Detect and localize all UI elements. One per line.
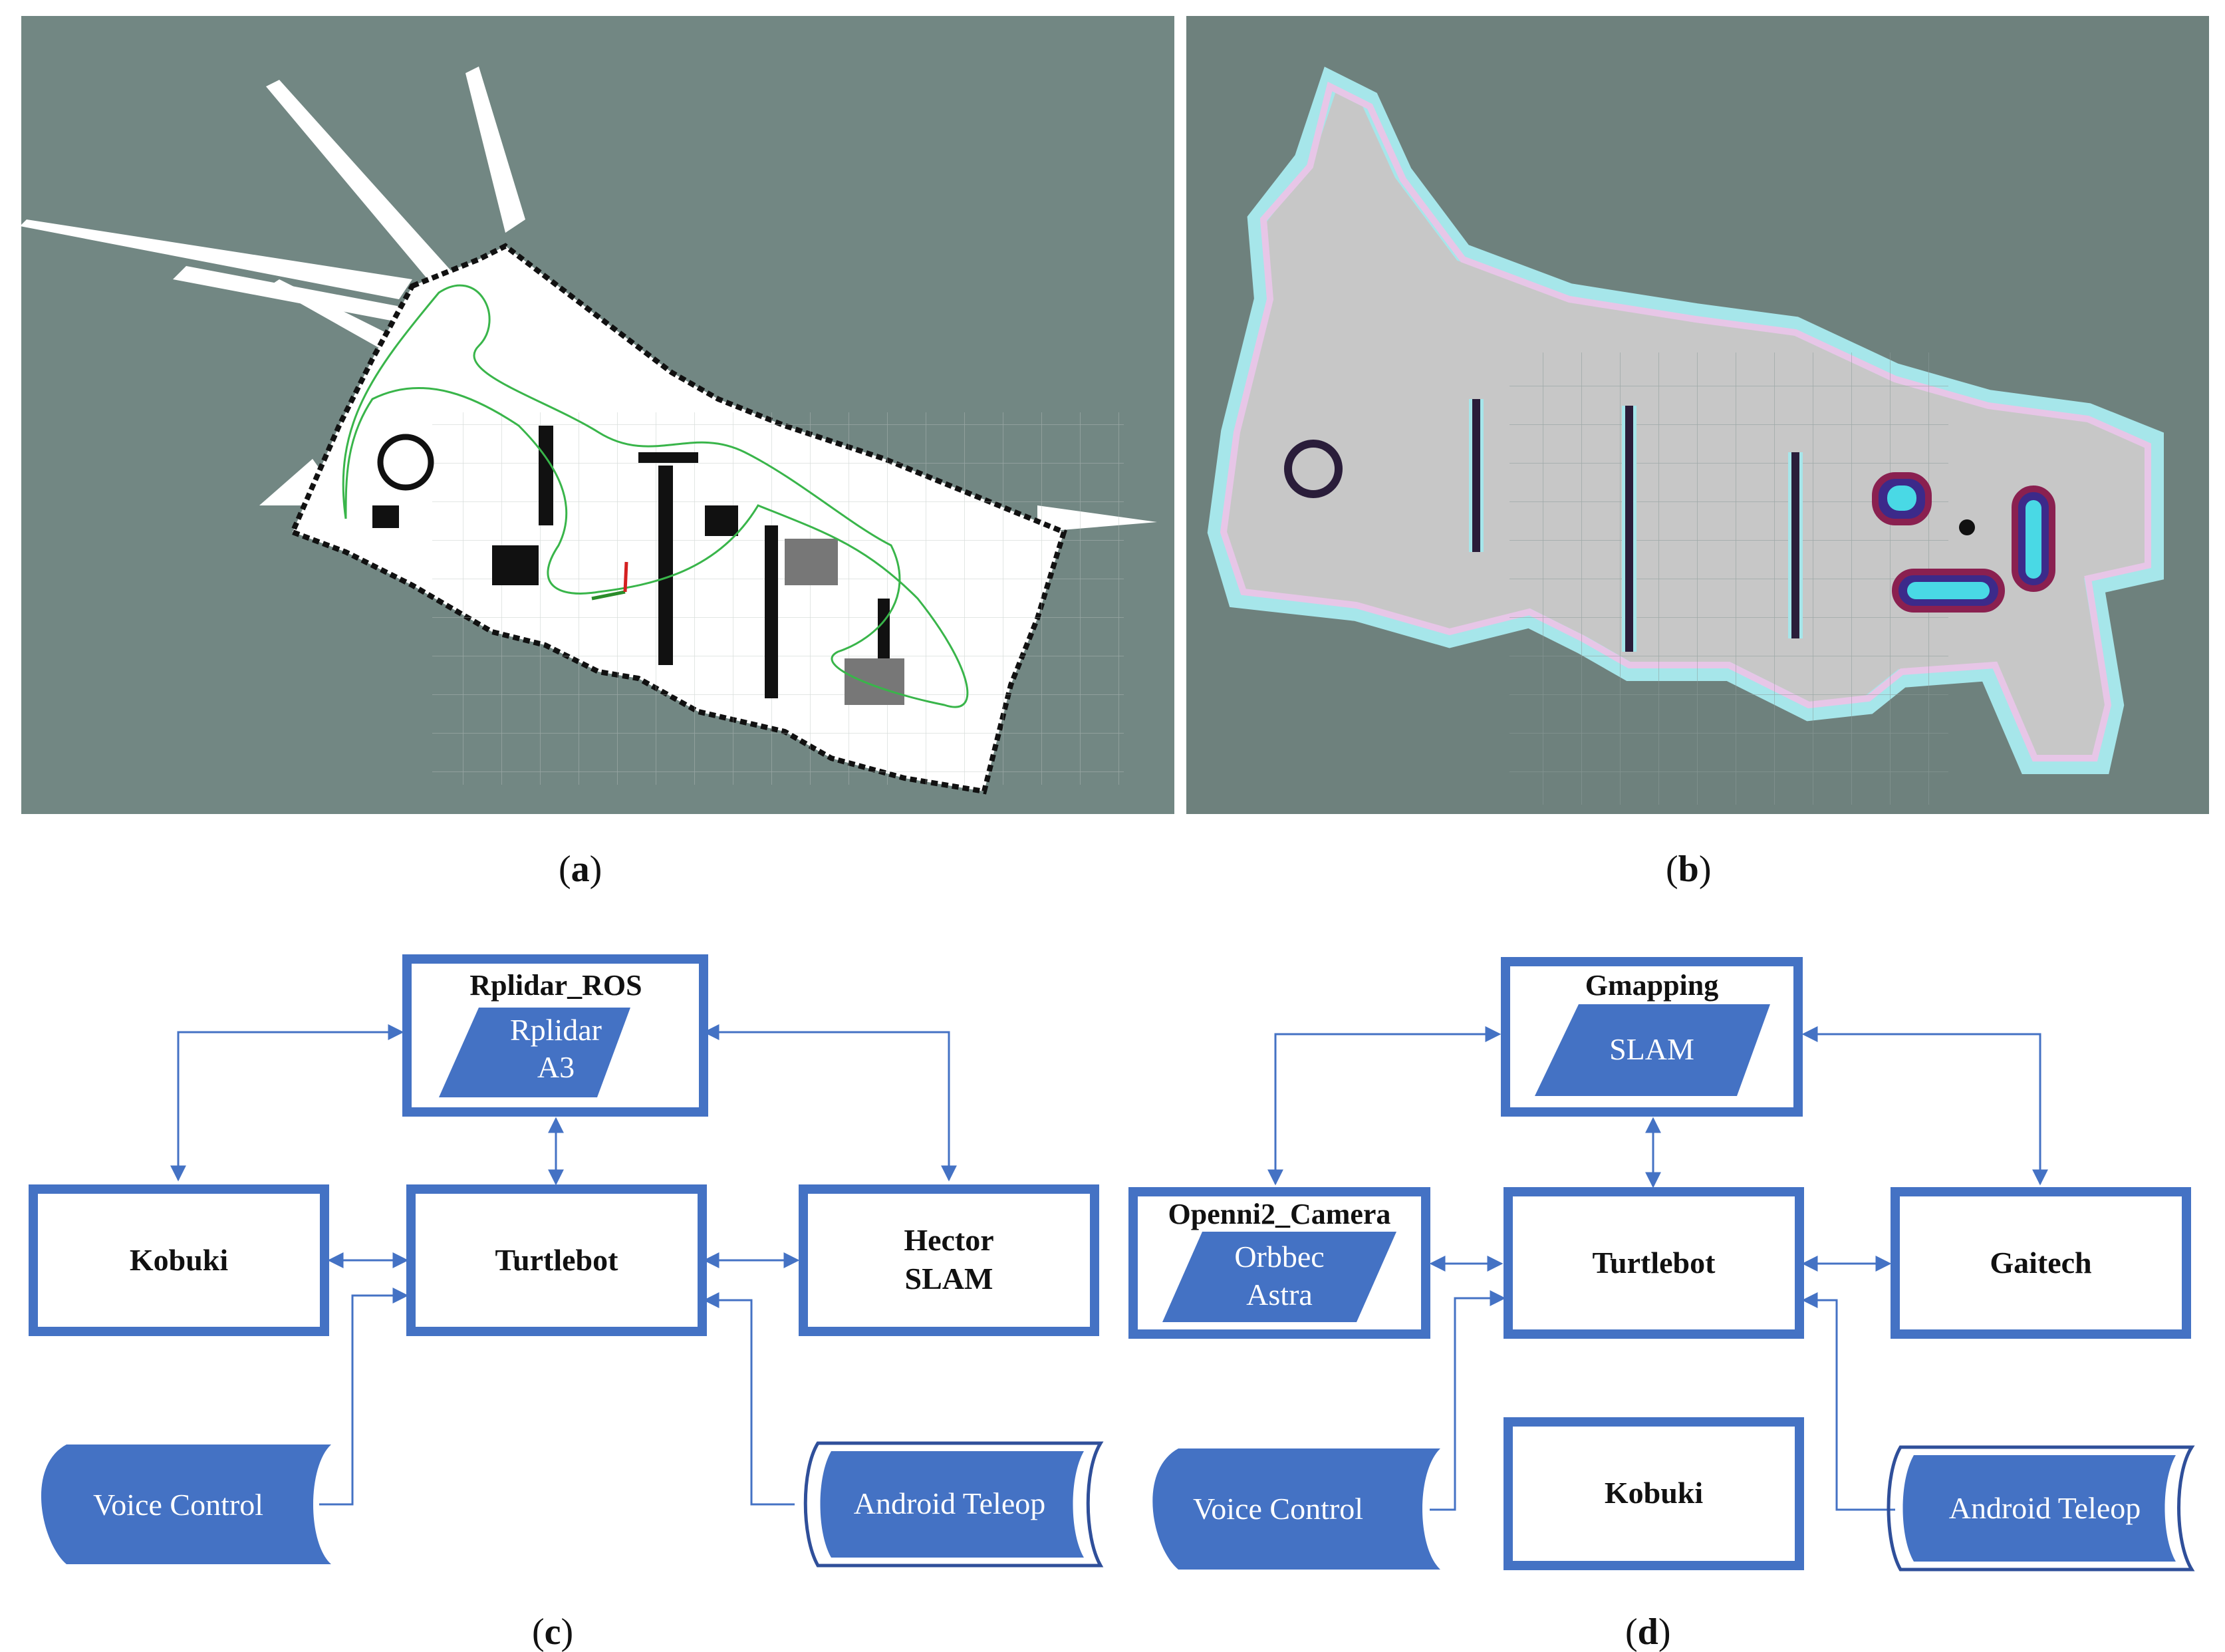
map-panel-b [1186, 16, 2209, 814]
connectors-c [170, 1024, 957, 1506]
robot-pose-marker [591, 561, 628, 601]
slam-label-d: SLAM [1609, 1032, 1694, 1066]
costmap-obstacles [1284, 399, 1803, 652]
voice-control-label-c: Voice Control [93, 1488, 263, 1522]
map-panel-a [20, 16, 1174, 814]
android-teleop-outline-c [803, 1441, 1104, 1568]
kobuki-box-c [29, 1184, 329, 1336]
hector-slam-label-line2: SLAM [905, 1262, 993, 1296]
orbbec-astra-device [1162, 1232, 1396, 1322]
gaitech-label: Gaitech [1990, 1246, 2091, 1280]
openni2-camera-title: Openni2_Camera [1168, 1198, 1391, 1230]
caption-b: (b) [1666, 849, 1711, 890]
slam-process-shape [1535, 1004, 1770, 1096]
rplidar-a3-label-line1: Rplidar [510, 1013, 602, 1047]
android-teleop-outline-d [1887, 1445, 2195, 1572]
turtlebot-box-c [406, 1184, 707, 1336]
voice-control-shape-c [41, 1445, 331, 1564]
orbbec-astra-label-line2: Astra [1246, 1278, 1313, 1311]
caption-c: (c) [532, 1611, 573, 1652]
turtlebot-box-d [1504, 1187, 1804, 1339]
android-teleop-shape-c [820, 1451, 1084, 1558]
diagram-panel-c: Rplidar_ROS Rplidar A3 Kobuki Turtlebot … [29, 954, 1104, 1568]
kobuki-label-c: Kobuki [130, 1243, 229, 1277]
turtlebot-label-c: Turtlebot [495, 1243, 619, 1277]
kobuki-label-d: Kobuki [1605, 1476, 1704, 1510]
connectors-d [1267, 1026, 2048, 1511]
android-teleop-label-c: Android Teleop [854, 1486, 1046, 1520]
laser-rays [20, 67, 1157, 532]
rplidar-a3-label-line2: A3 [537, 1050, 575, 1084]
turtlebot-label-d: Turtlebot [1593, 1246, 1716, 1280]
hector-slam-label-line1: Hector [904, 1223, 993, 1257]
voice-control-shape-d [1152, 1448, 1440, 1570]
caption-d: (d) [1625, 1611, 1670, 1652]
android-teleop-shape-d [1902, 1455, 2176, 1562]
voice-control-label-d: Voice Control [1193, 1492, 1363, 1526]
diagram-panel-d: Gmapping SLAM Openni2_Camera Orbbec Astr… [1128, 957, 2195, 1572]
orbbec-astra-label-line1: Orbbec [1234, 1240, 1324, 1274]
rplidar-a3-device [439, 1008, 630, 1097]
rplidar-ros-title: Rplidar_ROS [469, 969, 642, 1002]
robot-trajectory [342, 284, 969, 708]
android-teleop-label-d: Android Teleop [1949, 1491, 2141, 1525]
gaitech-box [1891, 1187, 2191, 1339]
hector-slam-box [799, 1184, 1099, 1336]
obstacles [372, 426, 904, 705]
inflated-obstacles [1872, 472, 2055, 613]
gmapping-title: Gmapping [1585, 969, 1719, 1002]
caption-a: (a) [559, 849, 602, 890]
kobuki-box-d [1504, 1417, 1804, 1570]
